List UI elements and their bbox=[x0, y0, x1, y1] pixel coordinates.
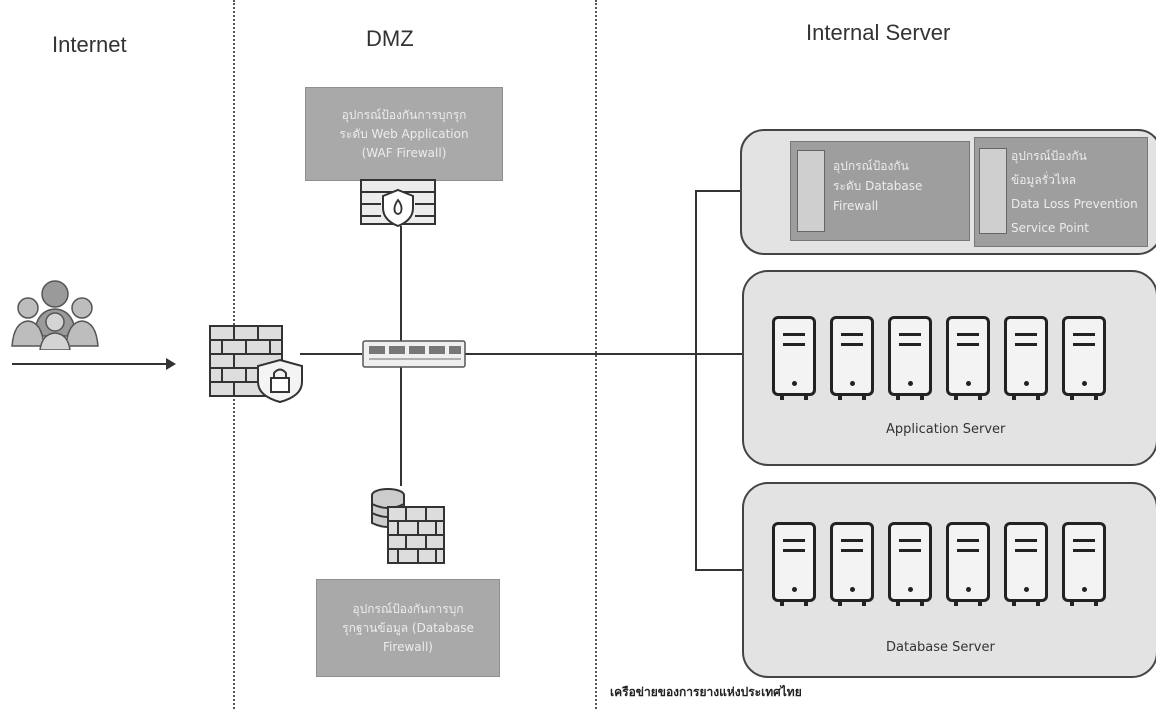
server-icon bbox=[830, 316, 874, 400]
server-icon bbox=[888, 522, 932, 606]
firewall-group-right-line-4: Service Point bbox=[1011, 221, 1089, 235]
waf-label-line-1: อุปกรณ์ป้องกันการบุกรุก bbox=[341, 107, 467, 122]
firewall-group-box: อุปกรณ์ป้องกัน ระดับ Database Firewall อ… bbox=[740, 129, 1156, 255]
db-firewall-label: อุปกรณ์ป้องกันการบุก รุกฐานข้อมูล (Datab… bbox=[316, 579, 500, 677]
db-firewall-label-line-2: รุกฐานข้อมูล (Database bbox=[342, 620, 474, 635]
server-icon bbox=[1004, 316, 1048, 400]
waf-label: อุปกรณ์ป้องกันการบุกรุก ระดับ Web Applic… bbox=[305, 87, 503, 181]
firewall-group-right-rack bbox=[979, 148, 1007, 234]
zone-title-internal: Internal Server bbox=[806, 20, 951, 45]
server-icon bbox=[888, 316, 932, 400]
zone-title-dmz: DMZ bbox=[366, 26, 414, 51]
database-server-label: Database Server bbox=[886, 640, 995, 655]
server-icon bbox=[1062, 522, 1106, 606]
firewall-group-left-panel: อุปกรณ์ป้องกัน ระดับ Database Firewall bbox=[790, 141, 970, 241]
firewall-group-left-text: อุปกรณ์ป้องกัน ระดับ Database Firewall bbox=[833, 156, 922, 216]
database-firewall-icon bbox=[371, 488, 445, 564]
firewall-group-left-line-2: ระดับ Database bbox=[833, 179, 923, 193]
network-switch-icon bbox=[362, 340, 466, 368]
db-firewall-label-line-3: Firewall) bbox=[383, 639, 433, 654]
application-server-label: Application Server bbox=[886, 422, 1006, 437]
web-firewall-icon bbox=[360, 179, 436, 228]
waf-label-line-3: (WAF Firewall) bbox=[361, 145, 447, 160]
firewall-lock-icon bbox=[209, 325, 303, 404]
db-firewall-label-line-1: อุปกรณ์ป้องกันการบุก bbox=[352, 601, 464, 616]
waf-label-line-2: ระดับ Web Application bbox=[339, 126, 469, 141]
firewall-group-right-panel: อุปกรณ์ป้องกัน ข้อมูลรั่วไหล Data Loss P… bbox=[974, 137, 1148, 247]
internal-trunk-line bbox=[695, 190, 697, 570]
switch-to-internal-line bbox=[465, 353, 695, 355]
trunk-to-db-group bbox=[695, 569, 742, 571]
server-icon bbox=[946, 316, 990, 400]
firewall-group-right-line-3: Data Loss Prevention bbox=[1011, 197, 1138, 211]
server-icon bbox=[946, 522, 990, 606]
zone-title-internet: Internet bbox=[52, 32, 127, 57]
server-icon bbox=[830, 522, 874, 606]
firewall-group-right-text: อุปกรณ์ป้องกัน ข้อมูลรั่วไหล Data Loss P… bbox=[1011, 144, 1138, 240]
application-server-group: Application Server bbox=[742, 270, 1156, 466]
arrow-head bbox=[166, 358, 176, 370]
server-icon bbox=[1062, 316, 1106, 400]
firewall-group-right-line-1: อุปกรณ์ป้องกัน bbox=[1011, 149, 1087, 163]
firewall-group-right-line-2: ข้อมูลรั่วไหล bbox=[1011, 173, 1077, 187]
trunk-to-firewall-group bbox=[695, 190, 740, 192]
server-icon bbox=[772, 316, 816, 400]
users-group-icon bbox=[11, 280, 99, 350]
internet-arrow-line bbox=[12, 363, 167, 365]
firewall-group-left-line-3: Firewall bbox=[833, 199, 879, 213]
server-icon bbox=[1004, 522, 1048, 606]
firewall-to-switch-line bbox=[300, 353, 362, 355]
network-caption: เครือข่ายของการยางแห่งประเทศไทย bbox=[610, 685, 802, 699]
database-server-group: Database Server bbox=[742, 482, 1156, 678]
firewall-group-left-rack bbox=[797, 150, 825, 232]
firewall-group-left-line-1: อุปกรณ์ป้องกัน bbox=[833, 159, 909, 173]
trunk-to-app-group bbox=[695, 353, 742, 355]
server-icon bbox=[772, 522, 816, 606]
